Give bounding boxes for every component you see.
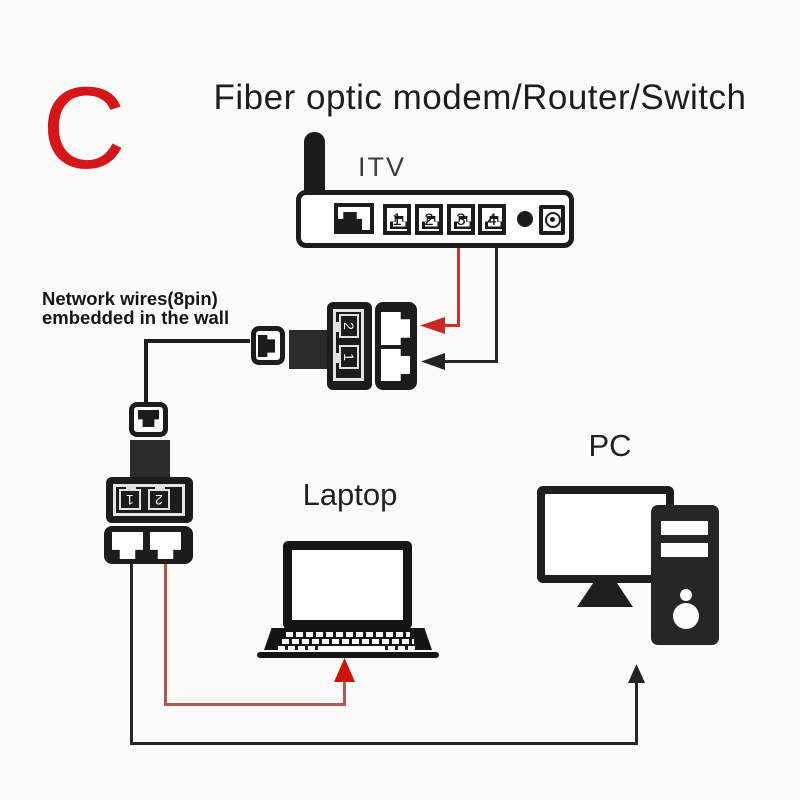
wire-black-port4-vertical [495,248,498,363]
tower-vent-bar [661,543,708,557]
wire-red-laptop-vertical-right [343,682,346,706]
keyboard-spacebar [318,646,378,651]
tower-vent-bar [661,521,708,535]
arrow-left-red-icon [420,317,445,334]
wall-note: Network wires(8pin) embedded in the wall [42,289,229,327]
room-splitter-jack-side [104,526,193,564]
splitter-port-2: 2 [335,314,359,338]
wire-black-port4-horizontal [445,360,498,363]
variant-letter-badge: C [42,63,126,193]
tower-speaker-circle [673,603,699,629]
arrow-up-red-icon [334,658,355,682]
inline-splitter-jack-side [375,302,417,390]
splitter-port-2: 2 [148,485,170,510]
router-antenna [304,132,325,196]
lan-port-number: 3 [456,210,466,229]
wall-leader-horizontal [144,339,250,343]
router-button [517,211,533,227]
router-power-jack-icon [539,205,565,235]
router-lan-port-4: 4 [478,204,506,235]
rj45-port-icon [381,349,410,381]
diagram-title: Fiber optic modem/Router/Switch [213,78,747,117]
lan-port-number: 4 [487,210,497,229]
wire-red-laptop-vertical-left [164,564,167,706]
router-lan-port-3: 3 [447,204,475,235]
splitter-port-1: 1 [119,485,141,510]
keyboard-row [286,632,410,637]
rj45-plug-icon [338,212,362,230]
cable-plug-body [289,330,331,369]
wire-red-laptop-horizontal [164,703,345,706]
rj45-plug-down-icon [138,410,159,427]
rj45-port-icon [381,312,410,345]
wire-black-pc-horizontal [130,742,638,745]
pc-label: PC [588,428,632,463]
tower-power-button [680,589,692,601]
wire-red-port3-vertical [457,248,460,327]
room-splitter-plug-side: 1 2 [106,477,193,523]
rj45-port-icon [150,532,181,559]
rj45-plug-right-icon [258,335,275,357]
wire-black-pc-vertical-right [635,681,638,744]
wall-note-line2: embedded in the wall [42,307,230,328]
router-itv-label: ITV [358,152,407,182]
splitter-frame [113,484,185,516]
inline-splitter-plug-side: 2 1 [327,302,372,390]
wire-red-port3-horizontal [444,324,460,327]
laptop-front-edge [257,652,439,658]
router-lan-port-2: 2 [415,204,443,235]
pc-monitor-stand [577,582,633,607]
wire-black-pc-vertical-left [130,564,133,745]
lan-port-number: 1 [392,210,402,229]
rj45-port-icon [112,532,143,559]
cable-plug-body [130,440,170,479]
keyboard-row [282,639,414,644]
lan-port-number: 2 [424,210,434,229]
splitter-port-1: 1 [335,345,359,369]
router-lan-port-1: 1 [383,204,411,235]
wall-leader-vertical [144,339,148,405]
laptop-label: Laptop [302,477,398,512]
wall-note-line1: Network wires(8pin) [42,288,218,309]
arrow-up-black-icon [628,664,645,683]
arrow-left-black-icon [421,353,445,370]
splitter-frame [333,309,364,381]
laptop-screen [283,541,412,629]
